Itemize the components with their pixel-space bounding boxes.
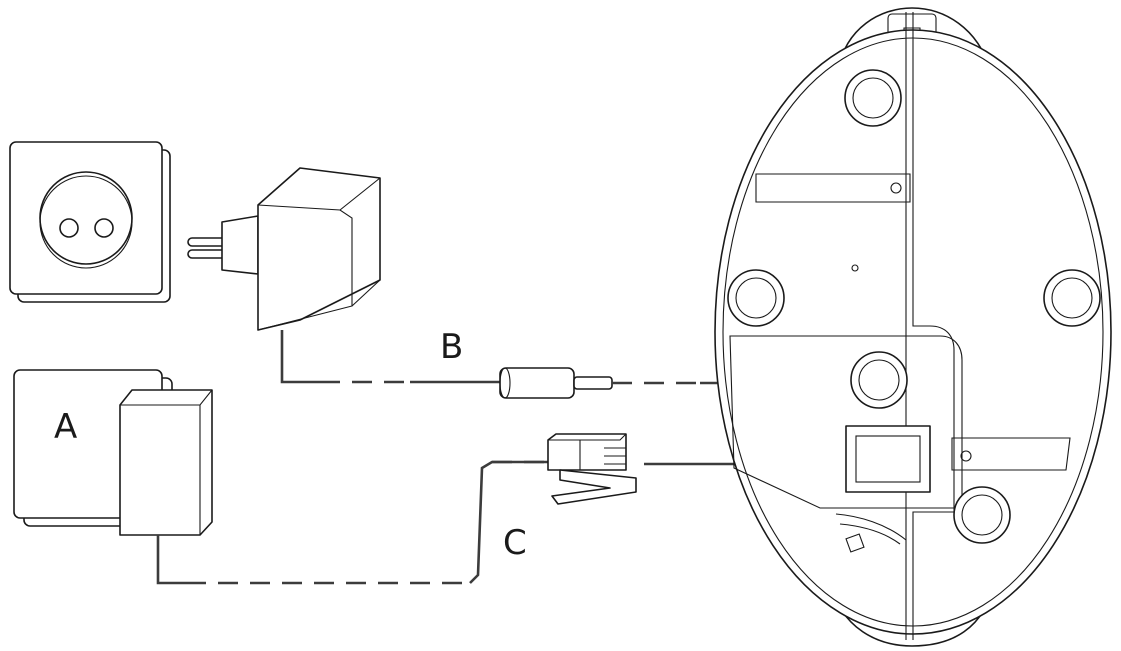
power-adapter-icon xyxy=(187,167,381,331)
base-station-icon xyxy=(714,7,1112,647)
rubber-foot-icon xyxy=(727,269,785,327)
rubber-foot-icon xyxy=(953,486,1011,544)
power-socket-icon xyxy=(9,141,171,303)
power-port-icon xyxy=(850,351,908,409)
phone-port-icon xyxy=(845,425,931,493)
phone-wall-jack-icon xyxy=(13,369,213,536)
label-b: B xyxy=(440,327,463,367)
power-cable-b xyxy=(280,330,821,399)
label-a: A xyxy=(54,407,77,447)
phone-cable-c xyxy=(156,433,825,585)
rubber-foot-icon xyxy=(1043,269,1101,327)
label-c: C xyxy=(503,523,527,563)
rubber-foot-icon xyxy=(844,69,902,127)
